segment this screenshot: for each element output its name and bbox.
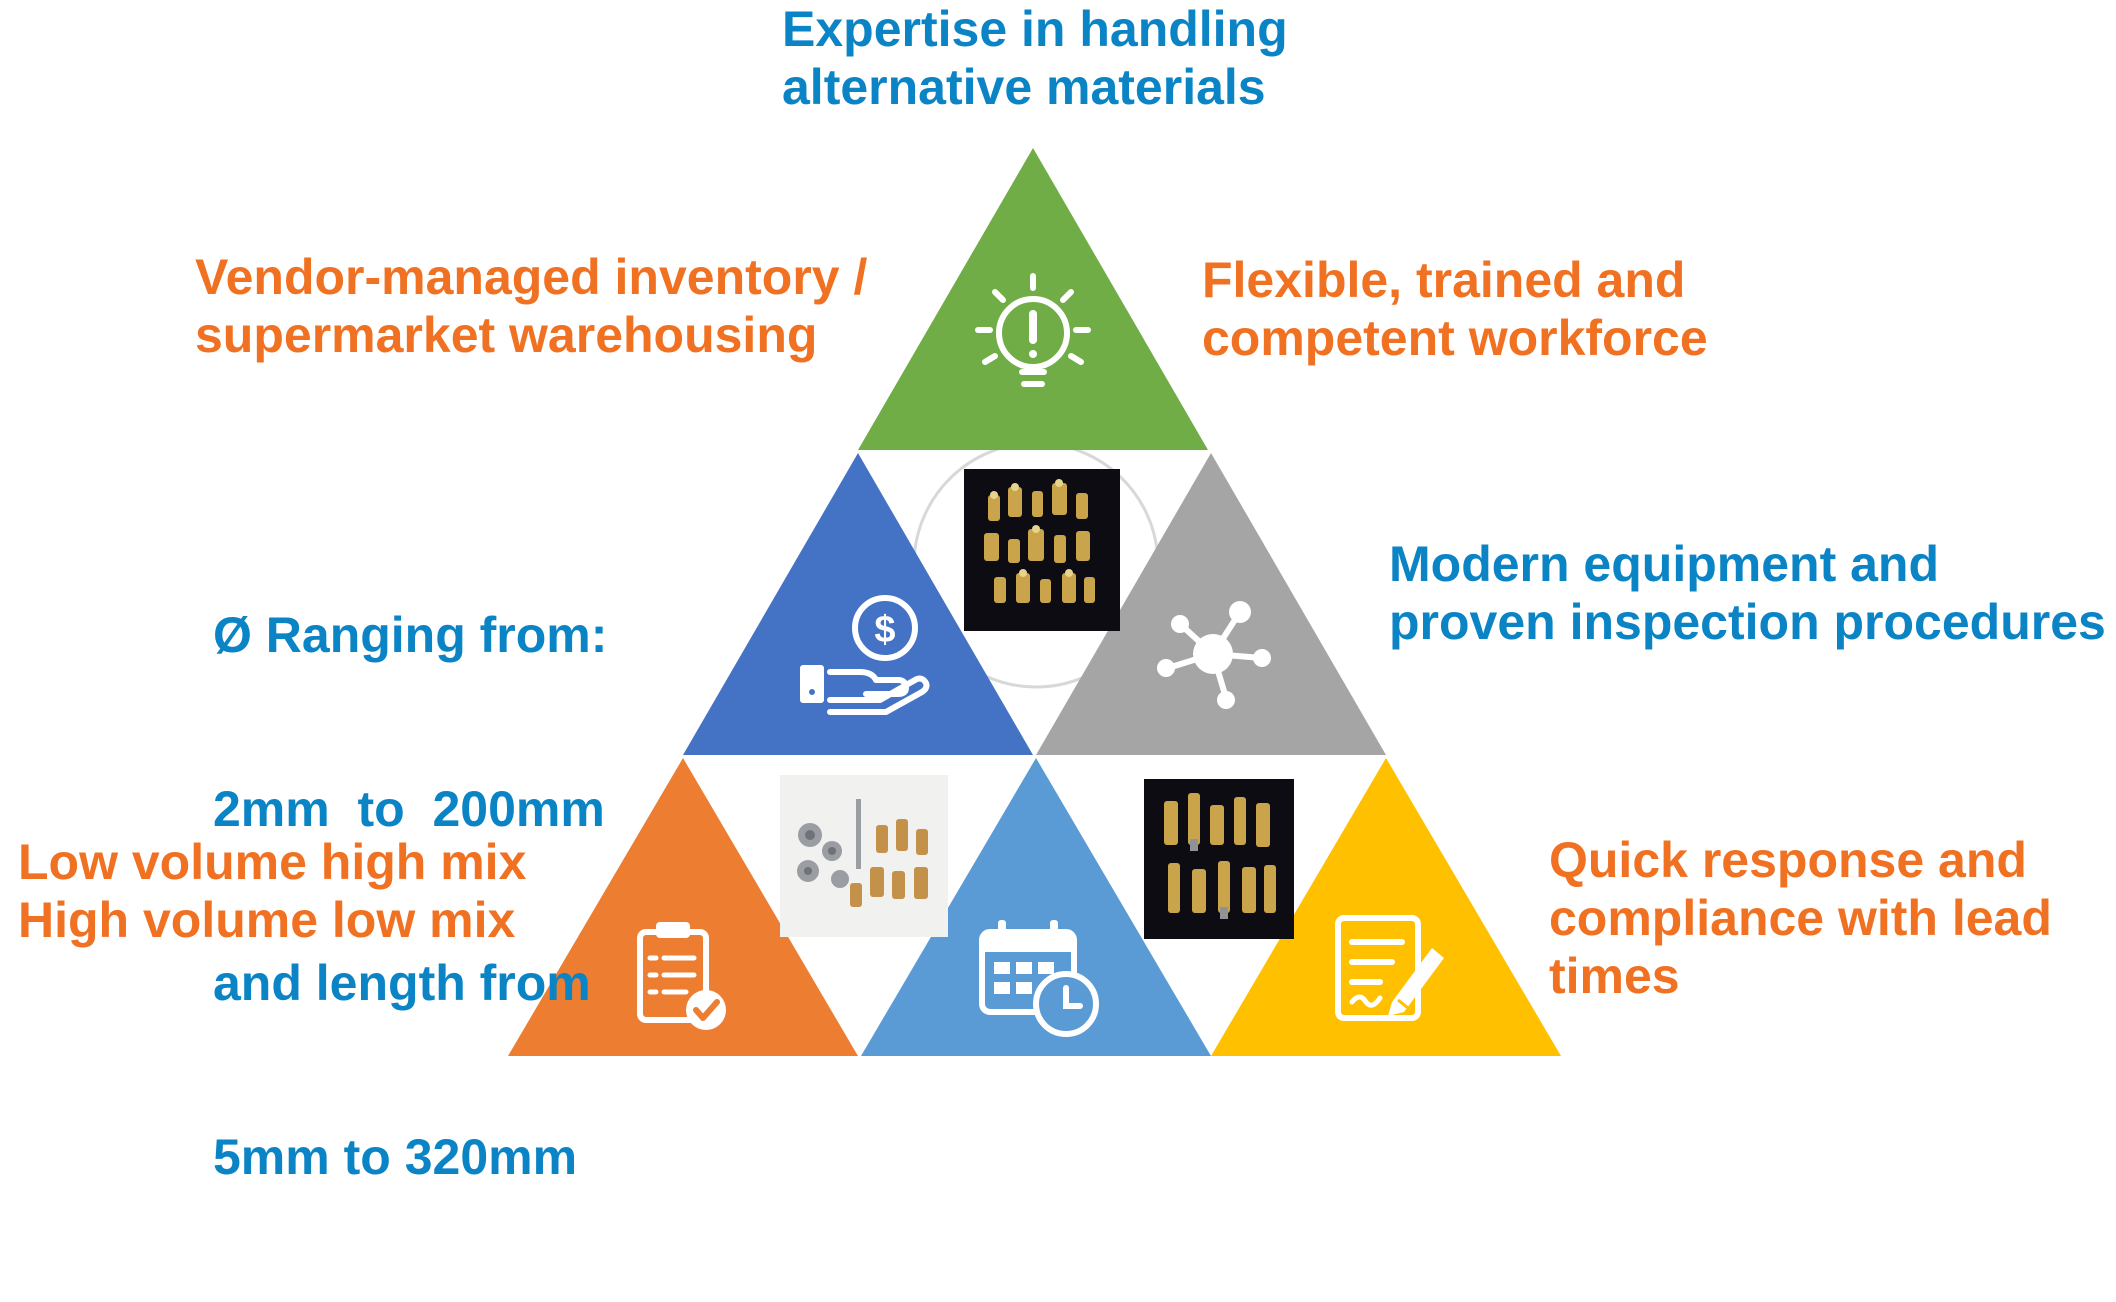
orange-triangle <box>508 758 858 1056</box>
label-middle-left-line-2: 2mm to 200mm <box>213 781 605 837</box>
label-middle-left-line-1: Ø Ranging from: <box>213 607 608 663</box>
pyramid-diagram: $ <box>18 0 2106 1185</box>
label-upper-left-line-1: Vendor-managed inventory / <box>195 249 868 305</box>
network-hub-icon <box>1157 601 1271 709</box>
gray-triangle <box>1036 453 1386 755</box>
label-upper-left-line-2: supermarket warehousing <box>195 307 818 363</box>
label-upper-right: Flexible, trained and competent workforc… <box>1202 251 1708 367</box>
document-pen-icon <box>1335 915 1444 1021</box>
label-lower-right-line-3: times <box>1549 948 1680 1004</box>
label-middle-right-line-2: proven inspection procedures <box>1389 594 2106 650</box>
yellow-triangle <box>1211 758 1561 1056</box>
label-upper-right-line-1: Flexible, trained and <box>1202 252 1686 308</box>
label-middle-right: Modern equipment and proven inspection p… <box>1389 535 2106 651</box>
label-middle-left-line-4: 5mm to 320mm <box>213 1129 578 1185</box>
calendar-clock-icon <box>979 920 1099 1037</box>
pyramid-graphic: $ <box>508 148 1561 1056</box>
label-top: Expertise in handling alternative materi… <box>782 0 1288 116</box>
label-lower-right-line-1: Quick response and <box>1549 832 2027 888</box>
label-lower-right: Quick response and compliance with lead … <box>1549 831 2052 1005</box>
label-middle-right-line-1: Modern equipment and <box>1389 536 1939 592</box>
svg-text:$: $ <box>874 609 895 651</box>
brass-connectors-dark-photo <box>1144 779 1294 939</box>
clipboard-check-icon <box>637 922 726 1030</box>
navy-triangle <box>683 453 1033 755</box>
assorted-parts-light-photo <box>780 775 948 937</box>
label-lower-left: Low volume high mix High volume low mix <box>18 833 526 949</box>
label-lower-right-line-2: compliance with lead <box>1549 890 2052 946</box>
label-top-line-1: Expertise in handling <box>782 1 1288 57</box>
brass-fittings-dark-photo <box>964 469 1120 631</box>
light-blue-triangle <box>861 758 1211 1056</box>
label-upper-right-line-2: competent workforce <box>1202 310 1708 366</box>
label-upper-left: Vendor-managed inventory / supermarket w… <box>195 248 867 364</box>
lightbulb-exclamation-icon <box>975 273 1091 387</box>
label-lower-left-line-1: Low volume high mix <box>18 834 527 890</box>
label-lower-left-line-2: High volume low mix <box>18 892 516 948</box>
hand-dollar-icon: $ <box>800 595 930 715</box>
label-middle-left-line-3: and length from <box>213 955 591 1011</box>
label-top-line-2: alternative materials <box>782 59 1266 115</box>
